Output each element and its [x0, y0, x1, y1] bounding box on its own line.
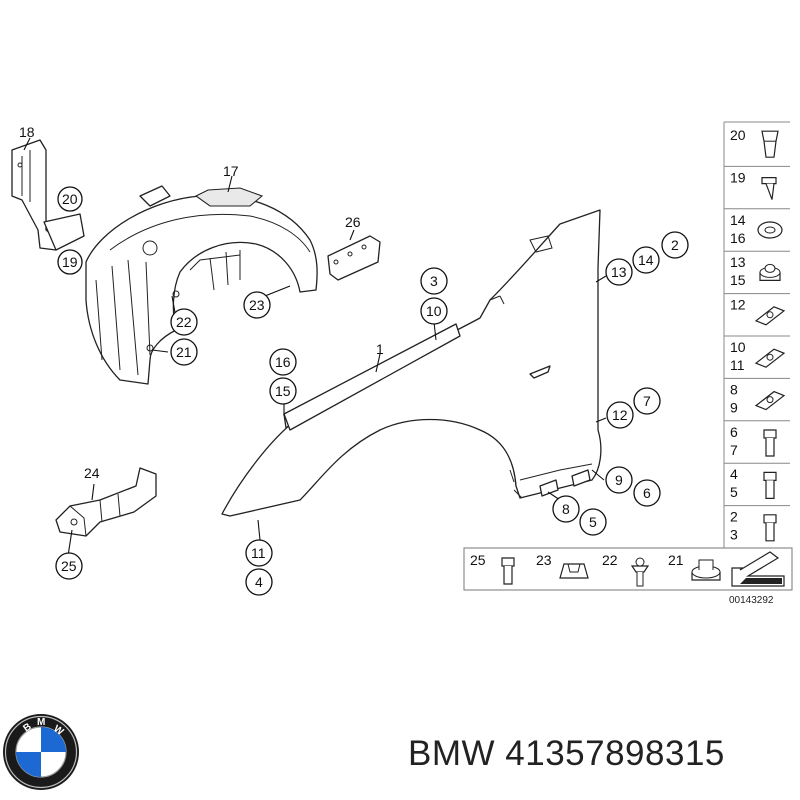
legend-label-3: 3	[730, 527, 738, 543]
callout-24: 24	[84, 465, 100, 481]
bracket-24	[55, 467, 157, 537]
bmw-logo: B M W	[3, 714, 79, 790]
legend-bottom: 25 23 22 21 00143292	[463, 547, 793, 606]
callout-14: 14	[638, 252, 654, 268]
legend-right: 20 19 14 16 13 15 12 10 11 8 9 6 7 4 5 2 3	[723, 121, 790, 549]
fastener-icon-22	[630, 557, 650, 587]
fastener-icon-2-3	[763, 514, 777, 542]
legend-label-14: 14	[730, 212, 746, 228]
bottom-legend-label-23: 23	[536, 552, 552, 568]
callout-11: 11	[251, 545, 266, 561]
callout-18: 18	[19, 124, 35, 140]
callout-16: 16	[275, 354, 291, 370]
callout-5: 5	[589, 514, 597, 530]
callout-3: 3	[430, 273, 438, 289]
wheel-arch-liner-17	[85, 185, 318, 385]
callout-20: 20	[62, 191, 78, 207]
legend-label-13: 13	[730, 254, 746, 270]
fender-1	[221, 209, 602, 517]
callout-26: 26	[345, 214, 361, 230]
fastener-icon-12	[754, 306, 786, 326]
clip-26	[327, 235, 381, 281]
part-number-caption: BMW 41357898315	[408, 734, 725, 773]
callout-17: 17	[223, 163, 239, 179]
legend-label-2: 2	[730, 509, 738, 525]
callout-2: 2	[671, 237, 679, 253]
callout-1: 1	[376, 341, 384, 357]
legend-label-15: 15	[730, 272, 746, 288]
legend-label-8: 8	[730, 381, 738, 397]
legend-label-4: 4	[730, 466, 738, 482]
bottom-legend-label-25: 25	[470, 552, 486, 568]
legend-label-7: 7	[730, 442, 738, 458]
callout-21: 21	[176, 344, 192, 360]
callout-7: 7	[643, 393, 651, 409]
callout-25: 25	[61, 558, 77, 574]
callout-23: 23	[249, 297, 265, 313]
legend-label-9: 9	[730, 399, 738, 415]
legend-label-5: 5	[730, 484, 738, 500]
fastener-icon-20	[761, 130, 779, 158]
legend-label-19: 19	[730, 169, 746, 185]
reference-number: 00143292	[729, 595, 774, 606]
fastener-icon-6-7	[763, 429, 777, 457]
callout-13: 13	[611, 264, 627, 280]
fastener-icon-4-5	[763, 471, 777, 499]
callout-22: 22	[176, 314, 192, 330]
legend-label-11: 11	[730, 357, 745, 373]
fastener-icon-21	[691, 559, 721, 581]
callout-10: 10	[426, 303, 442, 319]
fastener-icon-14-16	[757, 221, 783, 239]
bottom-legend-label-21: 21	[668, 552, 684, 568]
callout-4: 4	[255, 574, 263, 590]
legend-label-20: 20	[730, 127, 746, 143]
fastener-icon-10-11	[754, 348, 786, 368]
callout-8: 8	[562, 501, 570, 517]
callout-9: 9	[615, 472, 623, 488]
fastener-icon-13-15	[759, 263, 781, 281]
legend-label-6: 6	[730, 424, 738, 440]
callout-12: 12	[612, 407, 628, 423]
fastener-icon-23	[559, 563, 589, 579]
fastener-icon-25	[501, 557, 515, 585]
svg-text:M: M	[37, 717, 45, 728]
callout-6: 6	[643, 485, 651, 501]
legend-label-12: 12	[730, 297, 746, 313]
arrow-icon	[731, 551, 785, 587]
bracket-18	[11, 139, 85, 251]
fastener-icon-19	[761, 177, 777, 200]
bottom-legend-label-22: 22	[602, 552, 618, 568]
fastener-icon-8-9	[754, 390, 786, 411]
callout-15: 15	[275, 383, 291, 399]
legend-label-16: 16	[730, 230, 746, 246]
callout-19: 19	[62, 254, 78, 270]
legend-label-10: 10	[730, 339, 746, 355]
